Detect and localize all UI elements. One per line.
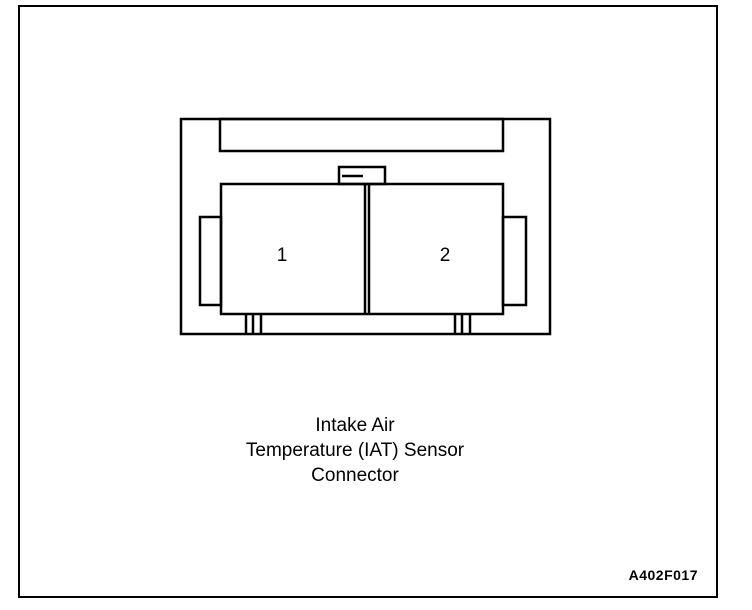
bottom-terminals-right	[453, 314, 472, 333]
caption-line-1: Intake Air	[315, 415, 395, 436]
pin-label-2: 2	[440, 245, 451, 266]
connector-top-latch	[218, 117, 505, 153]
connector-left-guide	[198, 215, 223, 307]
caption-line-3: Connector	[311, 465, 399, 486]
figure-code: A402F017	[628, 567, 698, 583]
connector-right-guide	[501, 215, 528, 307]
caption-line-2: Temperature (IAT) Sensor	[245, 440, 465, 461]
diagram-caption: Intake Air Temperature (IAT) Sensor Conn…	[205, 413, 505, 488]
pin-label-1: 1	[277, 245, 288, 266]
connector-body	[219, 182, 505, 316]
bottom-terminals-left	[244, 314, 263, 333]
